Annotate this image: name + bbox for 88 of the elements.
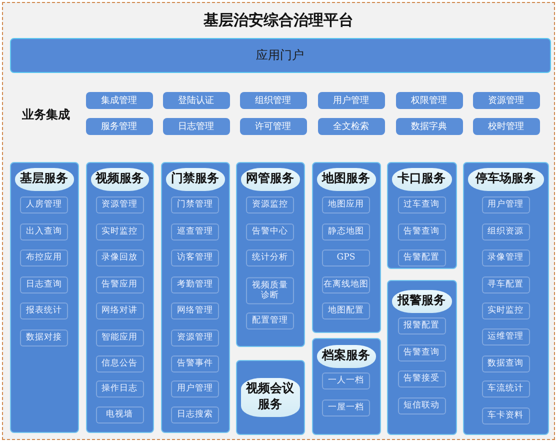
service-panel	[312, 162, 380, 332]
function-item: 网络管理	[171, 302, 219, 319]
module-tag: 组织管理	[240, 92, 306, 108]
function-item: 录像管理	[482, 249, 530, 266]
function-item: 电视墙	[96, 406, 144, 423]
panel-heading: 视频会议服务	[240, 378, 300, 416]
service-panel	[236, 162, 304, 346]
panel-heading: 卡口服务	[392, 168, 452, 190]
service-panel	[86, 162, 154, 432]
function-item: 告警接受	[398, 370, 446, 387]
service-panel	[386, 162, 456, 268]
function-item: 考勤管理	[171, 276, 219, 293]
function-item: 统计分析	[246, 249, 294, 266]
function-item: 数据查询	[482, 355, 530, 372]
function-item: 数据对接	[20, 329, 68, 346]
function-item: 车卡资料	[482, 407, 530, 424]
function-item: 一屋一档	[322, 399, 370, 416]
function-item: 出入查询	[20, 223, 68, 240]
platform-title: 基层治安综合治理平台	[204, 11, 354, 30]
panel-heading: 停车场服务	[468, 168, 544, 190]
function-item: 静态地图	[322, 223, 370, 240]
function-item: 过车查询	[398, 196, 446, 213]
panel-heading: 门禁服务	[166, 168, 224, 190]
function-item: 访客管理	[171, 249, 219, 266]
function-item: 配置管理	[246, 312, 294, 329]
module-tag: 许可管理	[240, 118, 306, 134]
function-item: 告警应用	[96, 276, 144, 293]
function-item: 告警配置	[398, 249, 446, 266]
module-tag: 校时管理	[472, 118, 540, 134]
function-item: 巡查管理	[171, 223, 219, 240]
service-panel	[236, 360, 304, 434]
module-tag: 服务管理	[86, 118, 152, 134]
platform-frame	[2, 2, 555, 440]
function-item: GPS	[322, 249, 370, 266]
function-item: 地图应用	[322, 196, 370, 213]
module-tag: 用户管理	[318, 92, 384, 108]
panel-heading: 档案服务	[316, 344, 376, 368]
portal-bar: 应用门户	[10, 38, 550, 72]
function-item: 告警查询	[398, 344, 446, 361]
function-item: 智能应用	[96, 329, 144, 346]
service-panel	[386, 280, 456, 434]
service-panel	[160, 162, 230, 432]
service-panel	[462, 162, 548, 434]
function-item: 组织资源	[482, 223, 530, 240]
function-item: 车流统计	[482, 380, 530, 397]
function-item: 报警配置	[398, 317, 446, 334]
function-item: 地图配置	[322, 302, 370, 319]
module-tag: 集成管理	[86, 92, 152, 108]
function-item: 布控应用	[20, 249, 68, 266]
function-item: 网络对讲	[96, 302, 144, 319]
service-panel	[312, 338, 380, 434]
function-item: 用户管理	[482, 196, 530, 213]
module-tag: 登陆认证	[162, 92, 230, 108]
function-item: 实时监控	[482, 302, 530, 319]
function-item: 门禁管理	[171, 196, 219, 213]
function-item: 资源管理	[96, 196, 144, 213]
row-label: 业务集成	[22, 106, 70, 124]
panel-heading: 网管服务	[240, 168, 300, 190]
function-item: 实时监控	[96, 223, 144, 240]
function-item: 视频质量诊断	[246, 276, 294, 304]
module-tag: 数据字典	[396, 118, 462, 134]
service-panel	[10, 162, 78, 432]
panel-heading: 地图服务	[316, 168, 376, 190]
panel-heading: 报警服务	[392, 290, 452, 312]
module-tag: 全文检索	[318, 118, 384, 134]
function-item: 寻车配置	[482, 276, 530, 293]
function-item: 告警查询	[398, 223, 446, 240]
function-item: 用户管理	[171, 380, 219, 397]
function-item: 日志查询	[20, 276, 68, 293]
function-item: 资源监控	[246, 196, 294, 213]
function-item: 操作日志	[96, 380, 144, 397]
panel-heading: 视频服务	[90, 168, 148, 190]
module-tag: 资源管理	[472, 92, 540, 108]
function-item: 告警事件	[171, 355, 219, 372]
function-item: 信息公告	[96, 355, 144, 372]
module-tag: 权限管理	[396, 92, 462, 108]
function-item: 短信联动	[398, 397, 446, 414]
function-item: 在离线地图	[322, 276, 370, 293]
function-item: 录像回放	[96, 249, 144, 266]
module-tag: 日志管理	[162, 118, 230, 134]
function-item: 报表统计	[20, 302, 68, 319]
function-item: 资源管理	[171, 329, 219, 346]
function-item: 日志搜索	[171, 406, 219, 423]
function-item: 运维管理	[482, 328, 530, 345]
function-item: 一人一档	[322, 372, 370, 389]
panel-heading: 基层服务	[14, 168, 74, 190]
function-item: 告警中心	[246, 223, 294, 240]
function-item: 人房管理	[20, 196, 68, 213]
